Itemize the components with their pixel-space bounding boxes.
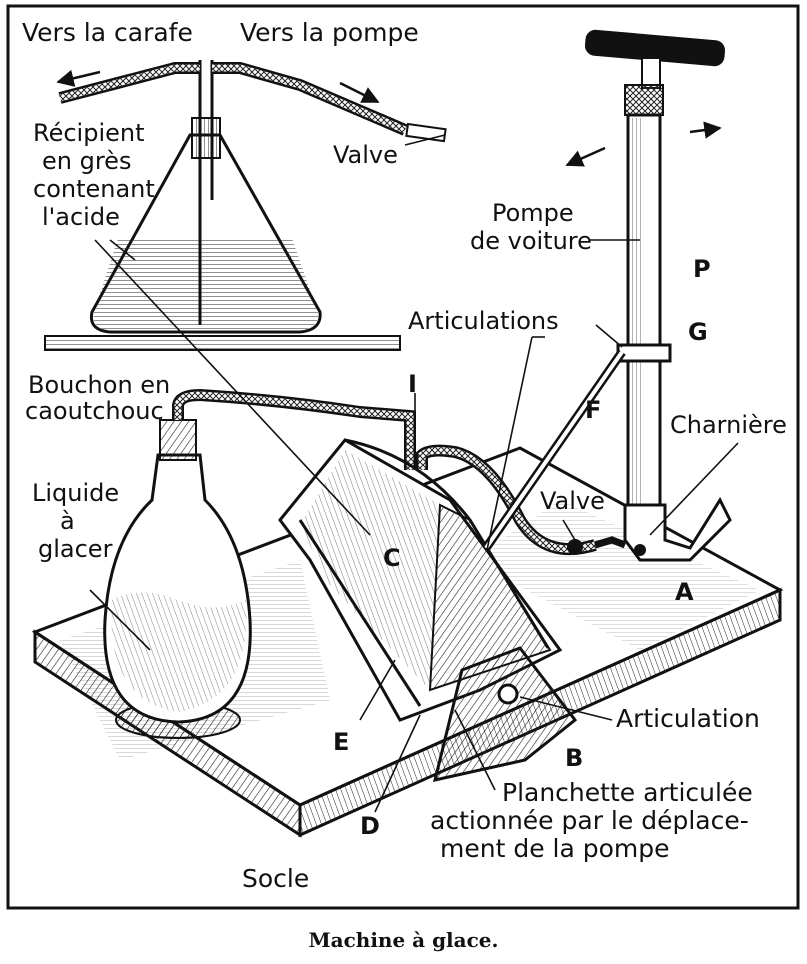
acid-vessel <box>44 60 447 351</box>
label-valve-right: Valve <box>540 487 605 515</box>
letter-d: D <box>360 812 380 840</box>
label-recipient-2: en grès <box>42 147 132 175</box>
bracket-b <box>432 646 578 782</box>
label-charniere: Charnière <box>670 411 787 439</box>
letter-i: I <box>408 370 417 398</box>
carafe <box>103 419 252 739</box>
label-planchette-2: actionnée par le déplace- <box>430 806 749 835</box>
label-bouchon-2: caoutchouc <box>25 397 164 425</box>
label-recipient-3: contenant <box>33 175 155 203</box>
label-vers-carafe: Vers la carafe <box>22 18 193 47</box>
label-liquide-3: glacer <box>38 535 113 563</box>
letter-g: G <box>688 318 708 346</box>
letter-a: A <box>675 578 694 606</box>
label-pompe-1: Pompe <box>492 199 574 227</box>
label-articulations: Articulations <box>408 307 559 335</box>
label-socle: Socle <box>242 864 310 893</box>
label-recipient-4: l'acide <box>42 203 120 231</box>
frame <box>6 4 800 910</box>
letter-e: E <box>333 728 350 756</box>
caption: Machine à glace. <box>308 928 499 952</box>
label-planchette-1: Planchette articulée <box>502 778 753 807</box>
label-valve-top: Valve <box>333 141 398 169</box>
label-liquide-1: Liquide <box>32 479 120 507</box>
rocking-cylinder <box>278 438 563 722</box>
label-vers-pompe: Vers la pompe <box>240 18 419 47</box>
leader-lines <box>89 134 739 813</box>
label-articulation: Articulation <box>616 704 760 733</box>
letter-b: B <box>565 744 584 772</box>
label-pompe-2: de voiture <box>470 227 592 255</box>
label-planchette-3: ment de la pompe <box>440 834 670 863</box>
letter-c: C <box>383 544 401 572</box>
label-recipient-1: Récipient <box>33 119 145 147</box>
label-bouchon-1: Bouchon en <box>28 371 171 399</box>
letter-p: P <box>693 255 711 283</box>
label-liquide-2: à <box>60 507 75 535</box>
car-pump <box>584 29 732 562</box>
letter-f: F <box>585 396 602 424</box>
